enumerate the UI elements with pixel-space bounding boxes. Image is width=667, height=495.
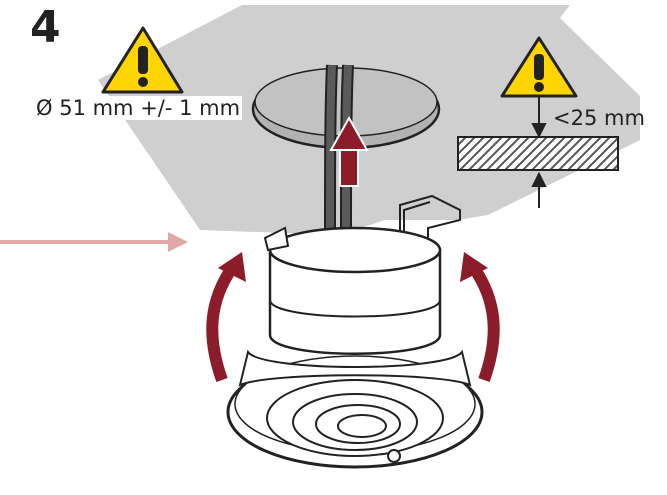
warning-triangle-icon	[101, 26, 184, 94]
step-number: 4	[30, 2, 61, 53]
rotate-arrow-left-icon	[206, 252, 246, 383]
pointer-arrow-icon	[0, 232, 188, 252]
warning-triangle-icon	[500, 36, 578, 98]
push-up-arrow-icon	[329, 115, 369, 187]
ceiling-section-hatch	[457, 136, 619, 171]
downlight-trim	[226, 349, 484, 469]
thickness-dimension	[531, 92, 547, 208]
max-ceiling-thickness-label: <25 mm	[553, 106, 645, 130]
hole-diameter-label: Ø 51 mm +/- 1 mm	[34, 96, 243, 120]
downlight-housing	[263, 226, 442, 355]
rotate-arrow-right-icon	[460, 252, 500, 383]
